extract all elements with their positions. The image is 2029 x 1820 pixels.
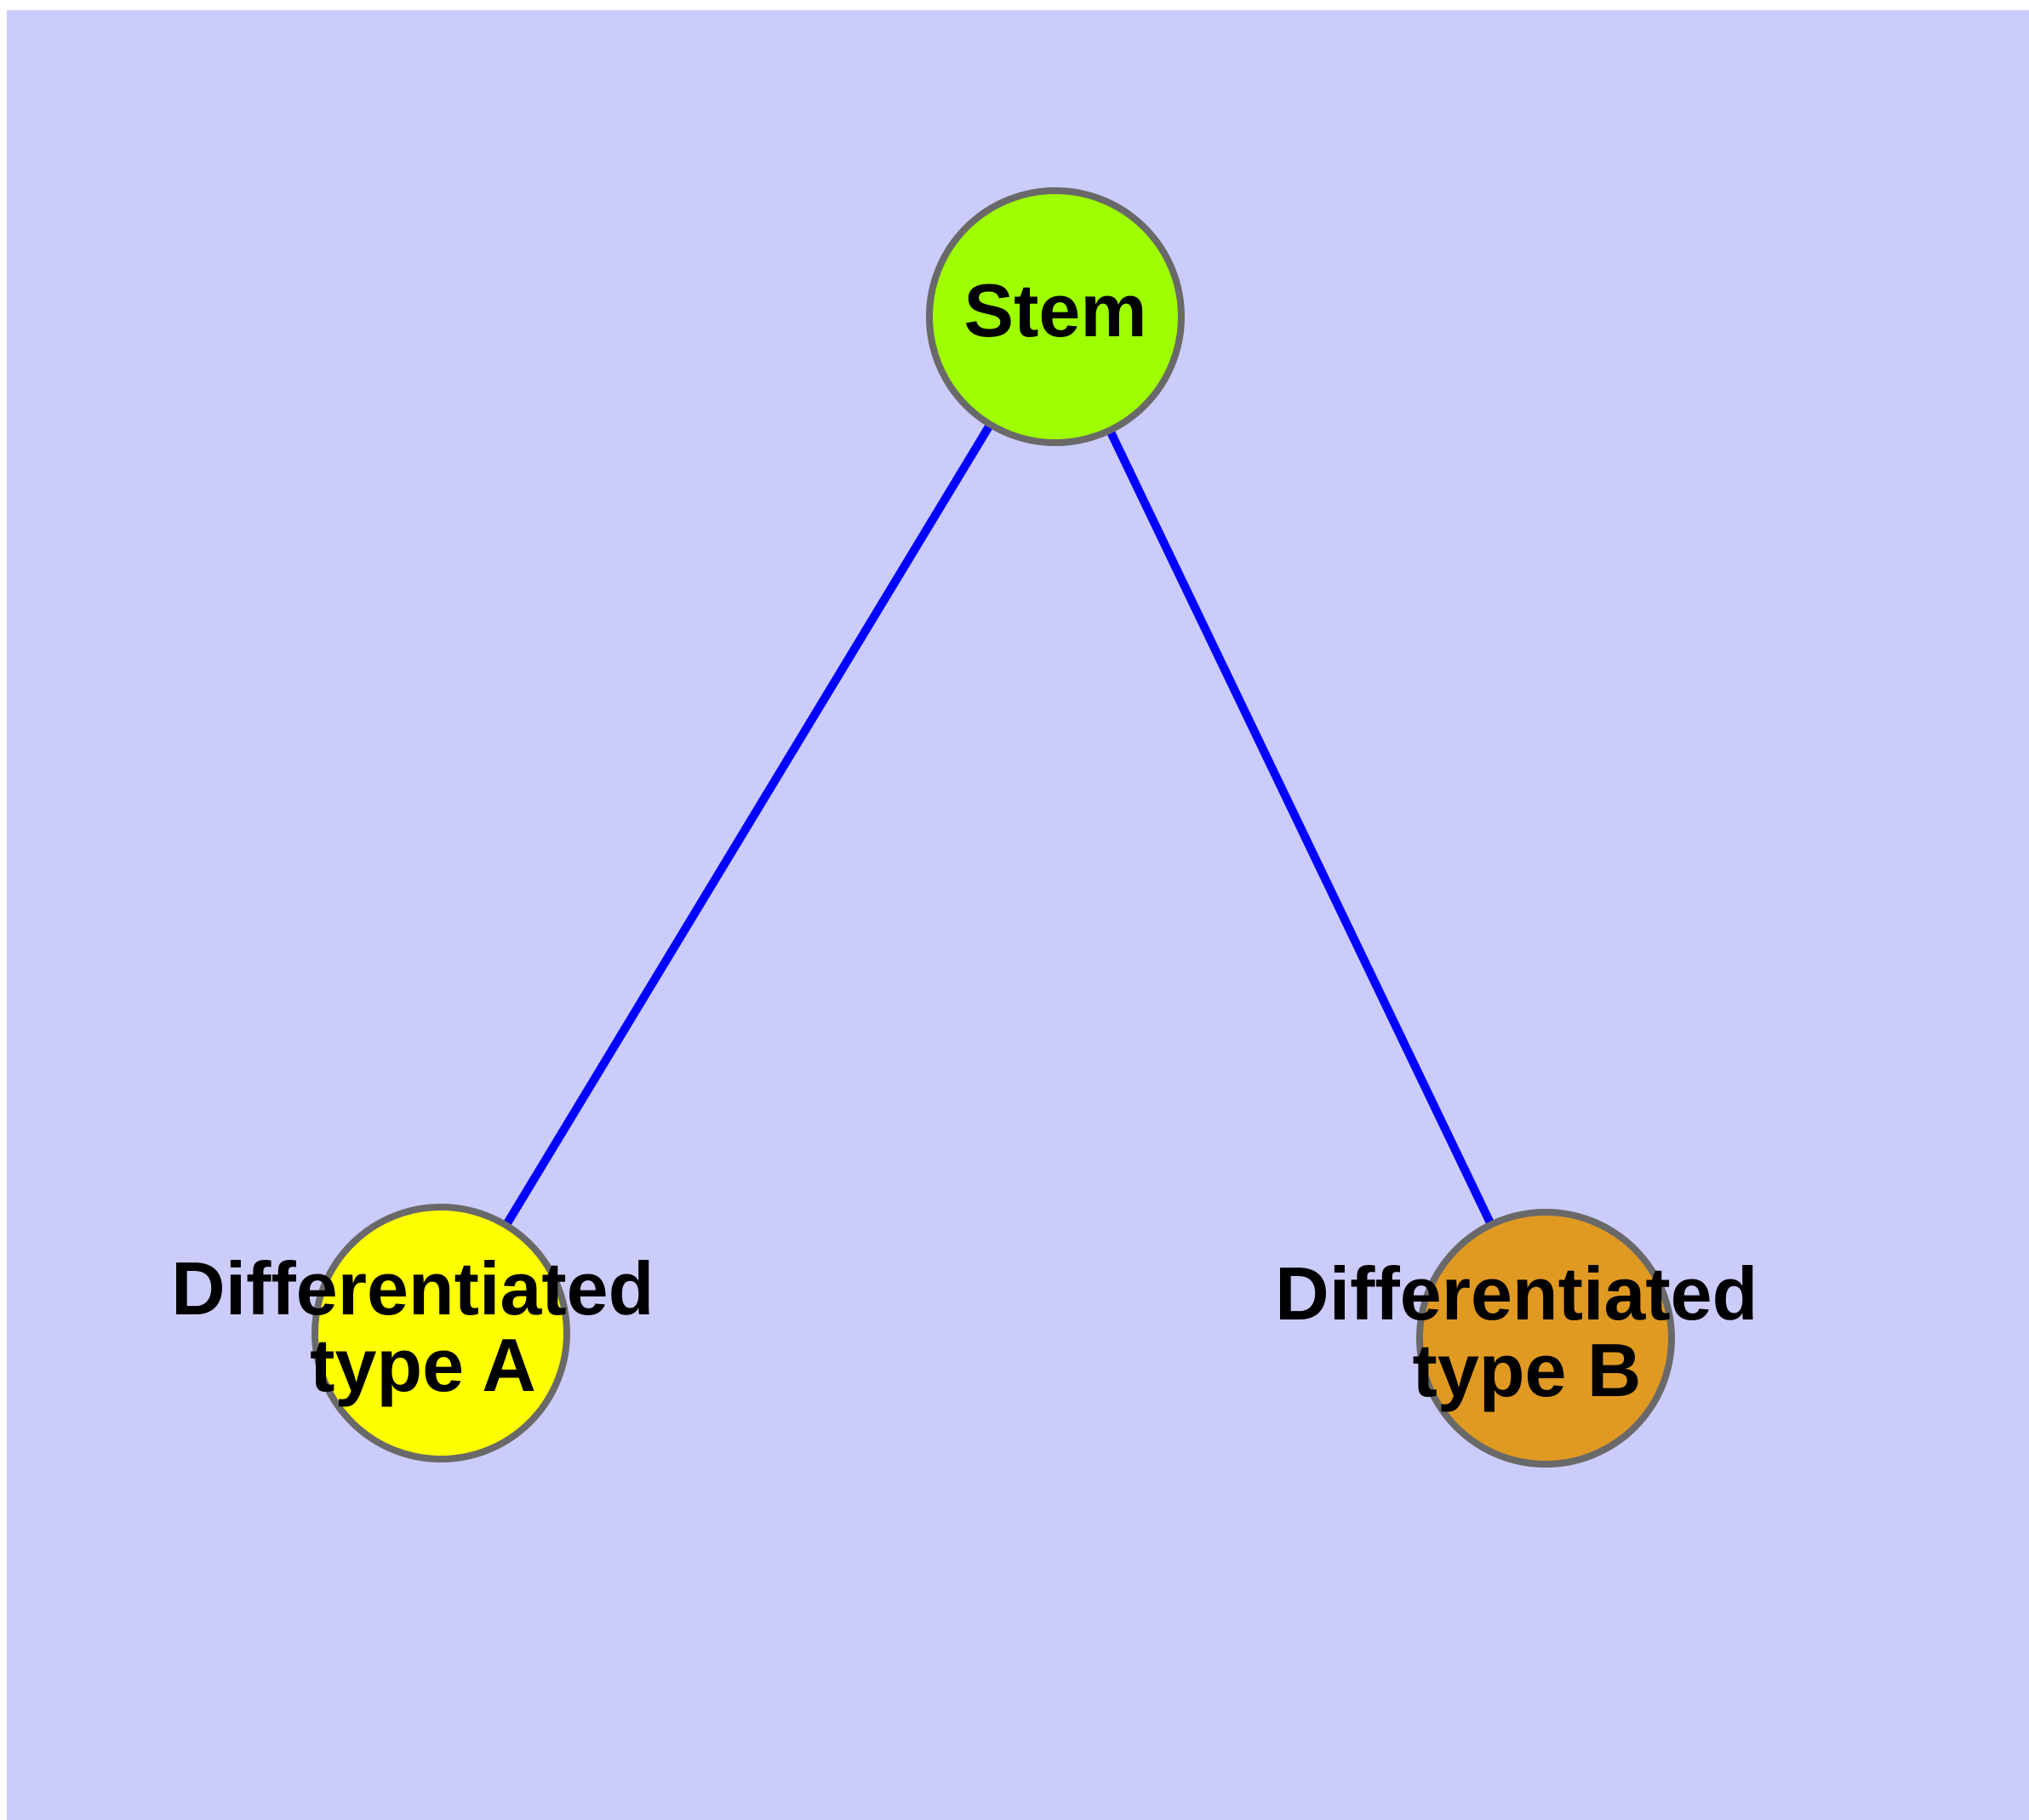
node-differentiated-type-a-label-line-2: type A — [310, 1323, 536, 1407]
node-differentiated-type-a-circle[interactable] — [311, 1204, 570, 1462]
node-stem-label-line-1: Stem — [963, 268, 1146, 352]
node-differentiated-type-a-label: Differentiated type A — [171, 1246, 675, 1407]
node-stem-label: Stem — [963, 268, 1146, 352]
node-differentiated-type-b-label: Differentiated type B — [1275, 1251, 1779, 1412]
node-differentiated-type-b[interactable]: Differentiated type B — [1275, 1209, 1779, 1468]
node-stem-circle[interactable] — [926, 187, 1185, 446]
node-differentiated-type-b-circle[interactable] — [1416, 1209, 1675, 1468]
node-differentiated-type-b-label-line-2: type B — [1413, 1328, 1642, 1412]
edge-stem-to-differentiated-b[interactable] — [1104, 425, 1497, 1230]
node-differentiated-type-b-label-line-1: Differentiated — [1275, 1251, 1758, 1336]
node-differentiated-type-a-label-line-1: Differentiated — [171, 1246, 654, 1331]
node-stem[interactable]: Stem — [926, 187, 1185, 446]
node-differentiated-type-a[interactable]: Differentiated type A — [171, 1204, 675, 1462]
edge-stem-to-differentiated-a[interactable] — [500, 419, 996, 1231]
edges-layer — [500, 419, 1497, 1231]
nodes-layer: Stem Differentiated type A Differentiate… — [171, 187, 1779, 1468]
